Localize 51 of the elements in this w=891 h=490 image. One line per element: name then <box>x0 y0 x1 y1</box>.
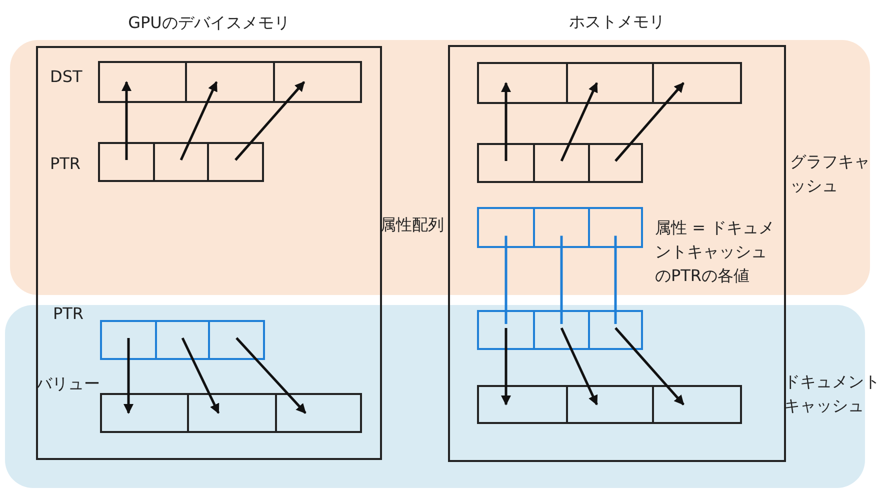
array-cell <box>208 320 265 360</box>
array-cell <box>155 320 210 360</box>
array-cell <box>566 385 654 424</box>
array-cell <box>207 142 264 182</box>
array-cell <box>100 393 189 433</box>
connector-line <box>504 236 508 324</box>
array-cell <box>98 142 155 182</box>
array-label: PTR <box>53 303 84 325</box>
array-cell <box>477 385 568 424</box>
note-text: 属性 = ドキュメントキャッシュのPTRの各値 <box>655 217 776 287</box>
arrow <box>501 328 511 406</box>
array-cell <box>187 393 277 433</box>
array-cell <box>652 62 742 104</box>
arrow <box>124 338 134 414</box>
array-label: 属性配列 <box>380 214 444 236</box>
array-cell <box>185 61 275 103</box>
band-label: グラフキャッシュ <box>790 151 871 197</box>
array-cell <box>533 143 590 183</box>
array-cell <box>652 385 742 424</box>
array-cell <box>588 310 643 350</box>
memory-heading: GPUのデバイスメモリ <box>127 12 291 34</box>
array-cell <box>533 310 590 350</box>
arrow <box>181 337 220 414</box>
array-cell <box>477 207 535 248</box>
array-label: DST <box>50 66 82 88</box>
arrow <box>614 82 684 162</box>
arrow <box>501 82 511 161</box>
array-cell <box>477 310 535 350</box>
arrow <box>234 81 306 161</box>
memory-heading: ホストメモリ <box>568 11 666 33</box>
array-cell <box>273 61 362 103</box>
arrow <box>122 81 132 160</box>
arrow <box>560 327 598 406</box>
arrow <box>180 81 218 161</box>
connector-line <box>560 236 563 324</box>
array-cell <box>566 62 654 104</box>
array-cell <box>477 143 535 183</box>
array-cell <box>100 320 157 360</box>
array-label: PTR <box>50 153 81 175</box>
connector-line <box>614 236 617 324</box>
array-cell <box>588 143 643 183</box>
band-label: ドキュメントキャッシュ <box>784 371 881 417</box>
arrow <box>560 82 598 162</box>
array-cell <box>98 61 187 103</box>
array-cell <box>275 393 362 433</box>
array-cell <box>533 207 590 248</box>
array-cell <box>477 62 568 104</box>
arrow <box>614 327 684 406</box>
array-cell <box>588 207 643 248</box>
array-cell <box>153 142 209 182</box>
arrow <box>236 337 306 414</box>
